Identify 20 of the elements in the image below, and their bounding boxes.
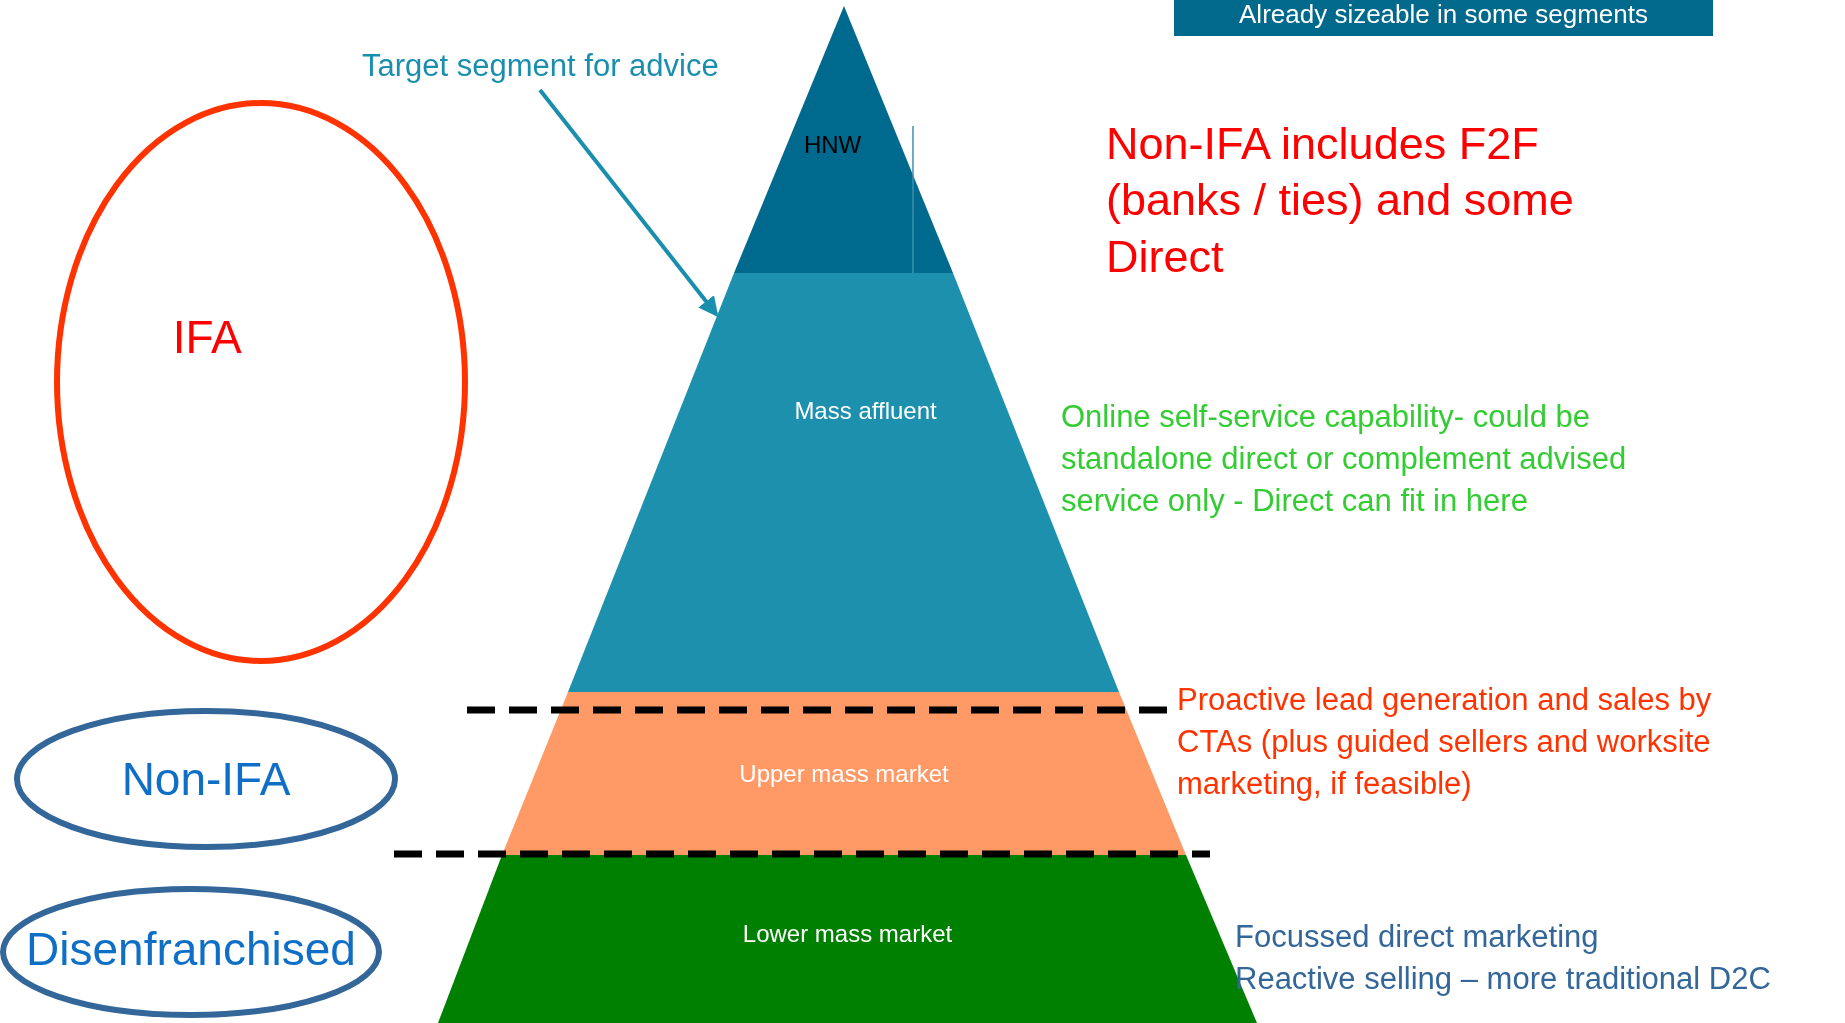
tier-label: Upper mass market [739, 759, 949, 788]
note-text: Reactive selling – more traditional D2C [1235, 960, 1772, 998]
note-text: Focussed direct marketing [1235, 918, 1600, 956]
note-text: Non-IFA includes F2F (banks / ties) and some Direct [1106, 117, 1575, 284]
channel-ellipse [0, 886, 382, 1018]
channel-ellipse [14, 708, 398, 850]
note-text: Already sizeable in some segments [1239, 0, 1648, 30]
channel-label: Non-IFA [121, 752, 291, 806]
tier-label: Lower mass market [742, 920, 953, 948]
channel-label: IFA [172, 310, 242, 364]
arrow [538, 88, 719, 318]
callout-text: Target segment for advice [362, 48, 719, 84]
note-text: Proactive lead generation and sales by CTAs (plus guided sellers and worksite marketing, if feasible) [1177, 681, 1713, 803]
tier-label: Mass affluent [794, 397, 937, 426]
pyramid-tier [734, 6, 953, 273]
note-box [1174, 0, 1713, 36]
channel-label: Disenfranchised [26, 922, 356, 976]
channel-ellipse [54, 100, 468, 664]
tier-label: HNW [803, 131, 862, 159]
note-text: Online self-service capability- could be standalone direct or complement advised service only - Direct can fit in here [1061, 398, 1628, 520]
